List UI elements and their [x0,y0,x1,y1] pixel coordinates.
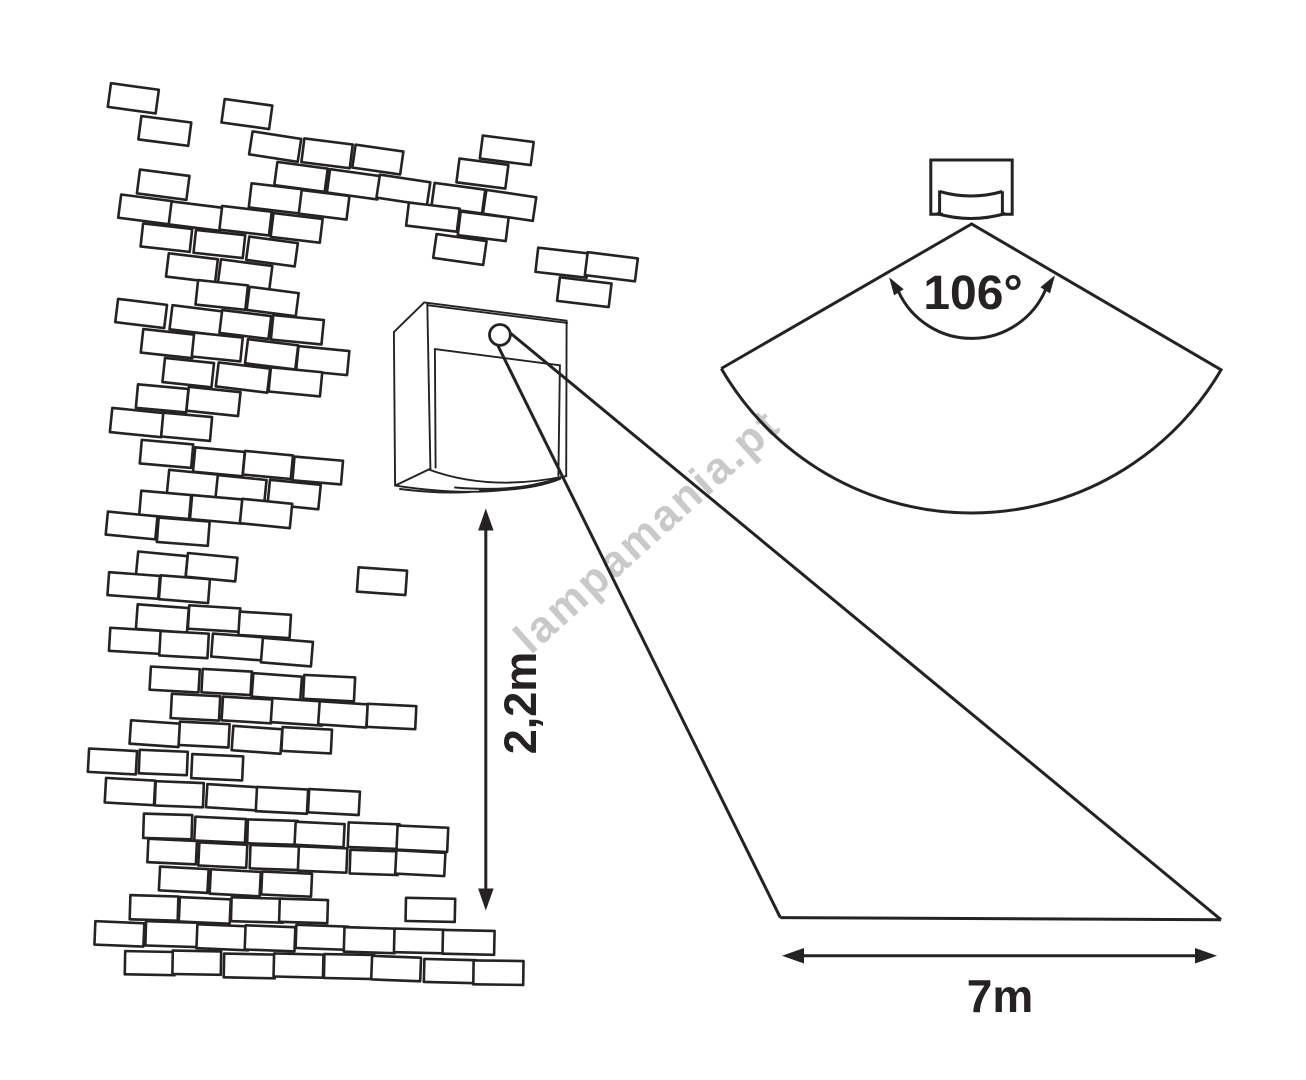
svg-text:106°: 106° [923,267,1022,320]
svg-text:2,2m: 2,2m [495,652,546,755]
svg-text:7m: 7m [967,970,1033,1022]
